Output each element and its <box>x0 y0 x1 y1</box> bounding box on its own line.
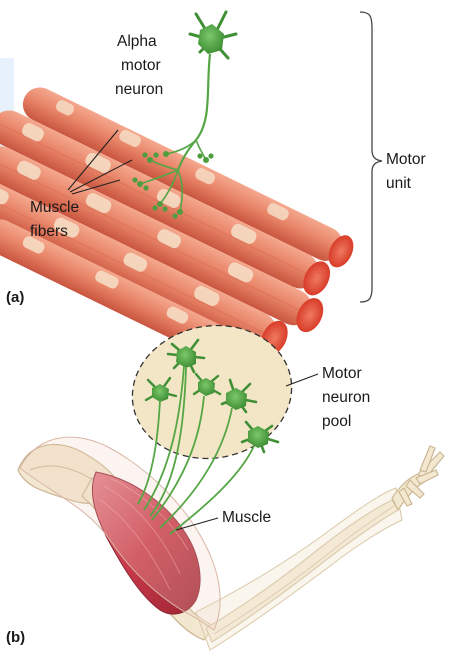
label-muscle-fibers: Muscle <box>30 199 79 216</box>
muscle-fiber <box>22 87 354 268</box>
forearm-outline <box>195 487 403 651</box>
panel-b: Motor neuron pool Muscle (b) <box>6 324 445 651</box>
label-alpha-motor-neuron: Alpha <box>117 33 157 50</box>
pool-neurons <box>144 338 280 454</box>
arm-illustration <box>17 436 445 651</box>
muscle-fiber <box>0 146 324 333</box>
pool-leader <box>285 373 319 387</box>
upper-arm-outline <box>19 436 221 631</box>
panel-letter-b: (b) <box>6 629 25 646</box>
muscle-fibers-leaders <box>67 129 133 195</box>
pool-axons <box>137 365 255 535</box>
label-muscle: Muscle <box>222 509 271 526</box>
muscle-leader <box>175 517 219 531</box>
alpha-motor-neuron <box>132 10 238 219</box>
label-motor-neuron-pool-3: pool <box>322 413 351 430</box>
label-motor-neuron-pool: Motor <box>322 365 362 382</box>
motor-unit-bracket <box>359 11 383 303</box>
pool-neuron <box>192 372 222 396</box>
axon <box>176 53 212 171</box>
label-muscle-fibers-2: fibers <box>30 223 68 240</box>
neuromuscular-junctions <box>132 151 214 219</box>
label-motor-unit: Motor <box>386 151 426 168</box>
pool-neuron <box>144 376 178 402</box>
label-motor-unit-2: unit <box>386 175 412 192</box>
pool-neuron <box>166 338 206 374</box>
label-alpha-motor-neuron-3: neuron <box>115 81 163 98</box>
muscle-fiber <box>0 110 331 296</box>
pool-neuron <box>240 420 280 454</box>
hand-skeleton <box>391 445 445 512</box>
neuron-cell-body <box>198 24 224 54</box>
label-motor-neuron-pool-2: neuron <box>322 389 370 406</box>
panel-letter-a: (a) <box>6 289 24 306</box>
pool-neuron <box>220 378 258 414</box>
label-alpha-motor-neuron-2: motor <box>121 57 161 74</box>
